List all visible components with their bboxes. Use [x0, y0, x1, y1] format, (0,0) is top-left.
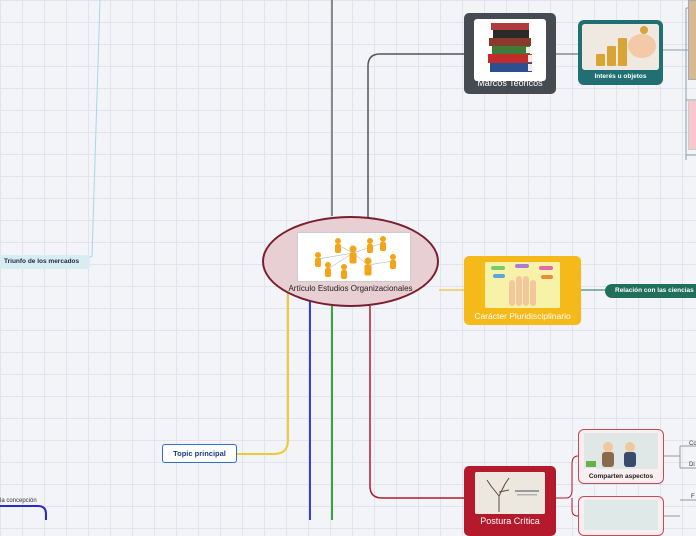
topic-principal-node[interactable]: Topic principal: [162, 444, 237, 463]
triunfo-branch-line: [79, 0, 101, 263]
interes-objetos-node[interactable]: Interés u objetos: [578, 20, 663, 85]
books-image: [474, 19, 546, 81]
edge-label-co: Co: [689, 441, 696, 447]
postura-comparten-line: [556, 455, 579, 499]
comparten-aspectos-node[interactable]: e vital Comparten aspectos: [578, 429, 664, 484]
concepcion-node[interactable]: la concepción: [0, 498, 37, 504]
people-meeting-image: [584, 433, 658, 469]
central-topic-label: Artículo Estudios Organizacionales: [288, 284, 413, 293]
yellow-branch-line: [237, 290, 289, 455]
partial-card-middle[interactable]: [688, 100, 696, 150]
tree-image: [475, 472, 545, 514]
gray-branch-line: [367, 53, 464, 222]
connector-lines: [0, 0, 696, 520]
caracter-pluridisciplinario-node[interactable]: Carácter Pluridisciplinario: [464, 256, 581, 325]
edge-label-di: Di: [689, 462, 695, 468]
hands-image: [485, 262, 560, 308]
coins-image: [582, 24, 659, 70]
partial-card-top[interactable]: [688, 0, 696, 80]
interes-objetos-label: Interés u objetos: [594, 73, 647, 80]
marcos-teoricos-label: Marcos Teóricos: [477, 78, 543, 88]
red-branch-line: [369, 306, 464, 499]
marcos-teoricos-node[interactable]: Marcos Teóricos: [464, 13, 556, 94]
postura-critica-label: Postura Crítica: [480, 516, 540, 526]
relacion-ciencias-node[interactable]: Relación con las ciencias: [605, 284, 696, 298]
caracter-pluridisciplinario-label: Carácter Pluridisciplinario: [474, 311, 571, 321]
postura-second-line: [571, 498, 579, 517]
vital-tag: e vital: [586, 466, 597, 471]
second-child-card[interactable]: [578, 496, 664, 536]
concepcion-branch-line: [0, 505, 47, 520]
second-card-image: [584, 500, 658, 530]
postura-critica-node[interactable]: Postura Crítica: [464, 466, 556, 536]
comparten-aspectos-label: Comparten aspectos: [588, 473, 654, 480]
triunfo-mercados-node[interactable]: Triunfo de los mercados: [0, 255, 90, 269]
central-topic[interactable]: Artículo Estudios Organizacionales: [262, 216, 439, 307]
second-children-lines: [664, 499, 696, 517]
comparten-children-lines: [664, 445, 696, 469]
people-network-image: [297, 232, 411, 282]
edge-label-f: F: [691, 494, 695, 500]
